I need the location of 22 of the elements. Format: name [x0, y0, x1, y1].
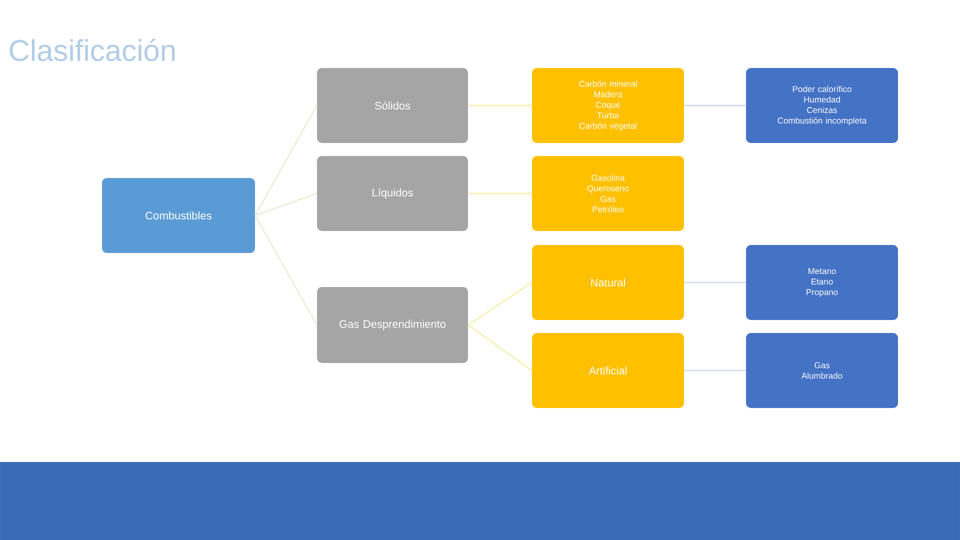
example-box: Carbón mineral Madera Coque Turba Carbón vegetal — [532, 68, 684, 143]
root-box: Combustibles — [102, 178, 255, 253]
detail-box: Metano Etano Propano — [746, 245, 898, 320]
detail-box: Poder calorífico Humedad Cenizas Combustión incompleta — [746, 68, 898, 143]
detail-box: Gas Alumbrado — [746, 332, 898, 408]
connector — [684, 104, 746, 106]
title: Clasificación — [10, 38, 175, 62]
connector — [468, 324, 532, 372]
example-box: Artificial — [532, 332, 684, 408]
category-box: Sólidos — [317, 68, 468, 143]
connector — [468, 192, 532, 194]
connector — [254, 215, 318, 326]
connector — [684, 282, 746, 284]
connector — [684, 370, 746, 372]
connector — [468, 282, 532, 326]
example-box: Natural — [532, 245, 684, 320]
category-box: Gas Desprendimiento — [317, 286, 468, 363]
connector — [254, 105, 318, 216]
example-box: Gasolina Queroseno Gas Petróleo — [532, 156, 684, 231]
connector — [254, 192, 318, 216]
connector — [468, 104, 532, 106]
category-box: Líquidos — [317, 156, 468, 231]
